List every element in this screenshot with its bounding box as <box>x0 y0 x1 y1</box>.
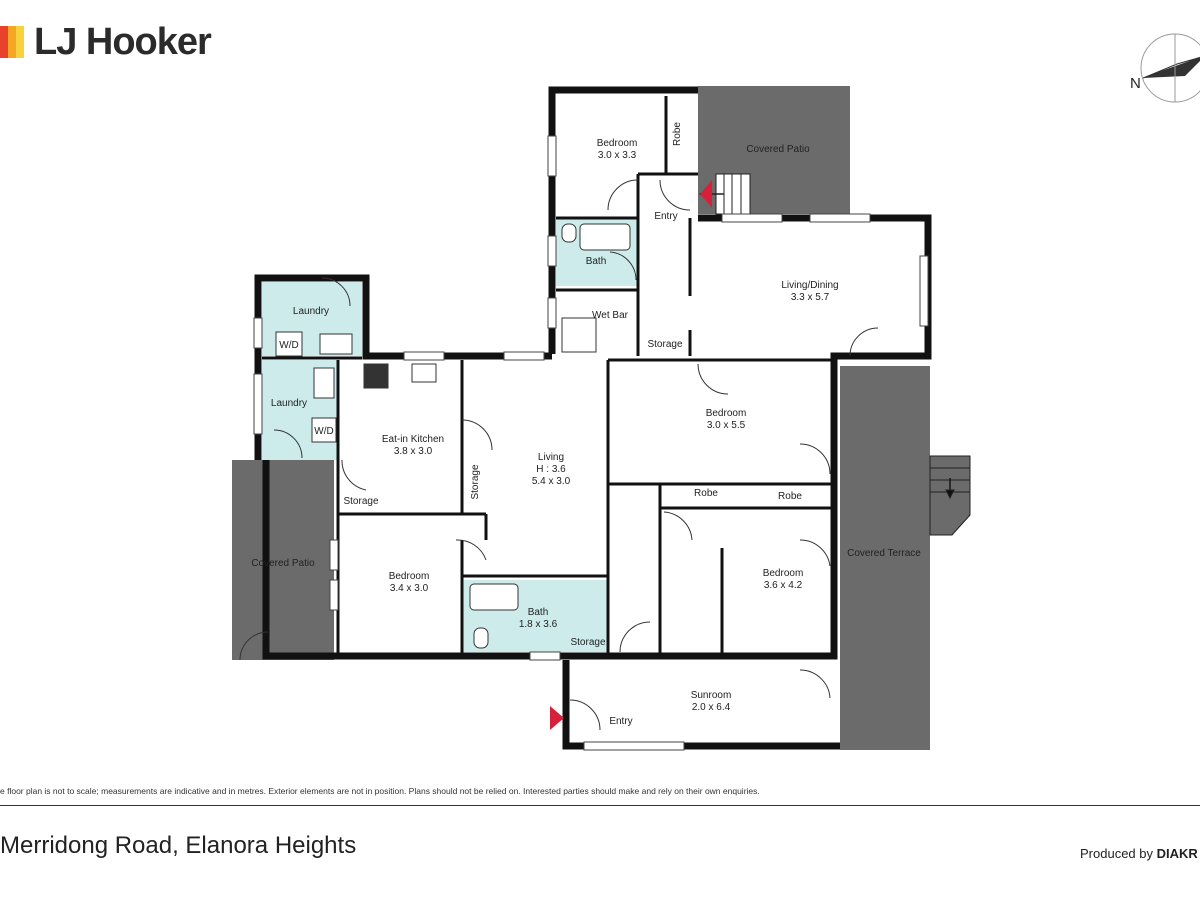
room-laundry-bottom-label: Laundry <box>271 398 307 409</box>
producer-prefix: Produced by <box>1080 846 1153 861</box>
room-living-dim: 5.4 x 3.0 <box>532 476 571 487</box>
room-bath-bottom-dim: 1.8 x 3.6 <box>519 619 558 630</box>
brand-name: LJ Hooker <box>34 20 212 63</box>
room-sunroom-label: Sunroom <box>691 690 732 701</box>
room-storage-wetbar-label: Storage <box>647 339 682 350</box>
room-bedroom-top-dim: 3.0 x 3.3 <box>598 150 637 161</box>
property-address: Merridong Road, Elanora Heights <box>0 832 357 859</box>
room-laundry-top-label: Laundry <box>293 306 329 317</box>
room-bedroom-right-dim: 3.6 x 4.2 <box>764 580 803 591</box>
doors <box>239 179 879 731</box>
room-robe-top-label: Robe <box>672 122 683 146</box>
room-storage-living-label: Storage <box>470 464 481 499</box>
room-robe-right-label: Robe <box>778 491 802 502</box>
steps-right <box>929 455 971 536</box>
covered-patio-left <box>232 460 334 660</box>
disclaimer-text: e floor plan is not to scale; measuremen… <box>0 786 760 796</box>
room-wet-bar-label: Wet Bar <box>592 310 629 321</box>
producer-credit: Produced by DIAKR <box>1080 846 1198 861</box>
room-entry-top-label: Entry <box>654 211 677 222</box>
room-bedroom-left-label: Bedroom <box>389 571 430 582</box>
covered-terrace <box>840 366 930 750</box>
room-kitchen-dim: 3.8 x 3.0 <box>394 446 433 457</box>
brand-logo[interactable]: LJ Hooker <box>0 20 212 64</box>
logo-bar-yellow <box>16 26 24 58</box>
room-bedroom-mid-dim: 3.0 x 5.5 <box>707 420 746 431</box>
compass-north-label: N <box>1130 75 1141 92</box>
producer-name: DIAKR <box>1156 846 1198 861</box>
fixtures <box>275 223 631 649</box>
room-entry-bottom-label: Entry <box>609 716 632 727</box>
room-storage-bath-label: Storage <box>570 637 605 648</box>
room-wd-bottom-label: W/D <box>314 426 333 437</box>
room-bath-top-label: Bath <box>586 256 607 267</box>
room-living-label: Living <box>538 452 564 463</box>
room-covered-patio-top-label: Covered Patio <box>746 144 810 155</box>
logo-bars-icon <box>0 26 24 58</box>
logo-bar-red <box>0 26 8 58</box>
room-storage-kitchen-label: Storage <box>343 496 378 507</box>
room-kitchen-label: Eat-in Kitchen <box>382 434 444 445</box>
room-bedroom-mid-label: Bedroom <box>706 408 747 419</box>
room-living-height: H : 3.6 <box>536 464 566 475</box>
room-robe-left-label: Robe <box>694 488 718 499</box>
logo-bar-orange <box>8 26 16 58</box>
room-sunroom-dim: 2.0 x 6.4 <box>692 702 731 713</box>
room-bath-bottom-label: Bath <box>528 607 549 618</box>
entry-markers <box>550 180 712 730</box>
room-living-dining-label: Living/Dining <box>781 280 838 291</box>
room-covered-patio-left-label: Covered Patio <box>251 558 315 569</box>
floor-plan: Bedroom 3.0 x 3.3 Robe Covered Patio Ent… <box>232 86 971 751</box>
room-covered-terrace-label: Covered Terrace <box>847 548 921 559</box>
room-wd-top-label: W/D <box>279 340 298 351</box>
room-bedroom-top-label: Bedroom <box>597 138 638 149</box>
room-bedroom-left-dim: 3.4 x 3.0 <box>390 583 429 594</box>
compass-icon: N <box>1130 33 1200 103</box>
room-labels: Bedroom 3.0 x 3.3 Robe Covered Patio Ent… <box>251 122 921 727</box>
room-bedroom-right-label: Bedroom <box>763 568 804 579</box>
room-living-dining-dim: 3.3 x 5.7 <box>791 292 830 303</box>
footer-divider <box>0 805 1200 806</box>
windows <box>253 135 929 751</box>
